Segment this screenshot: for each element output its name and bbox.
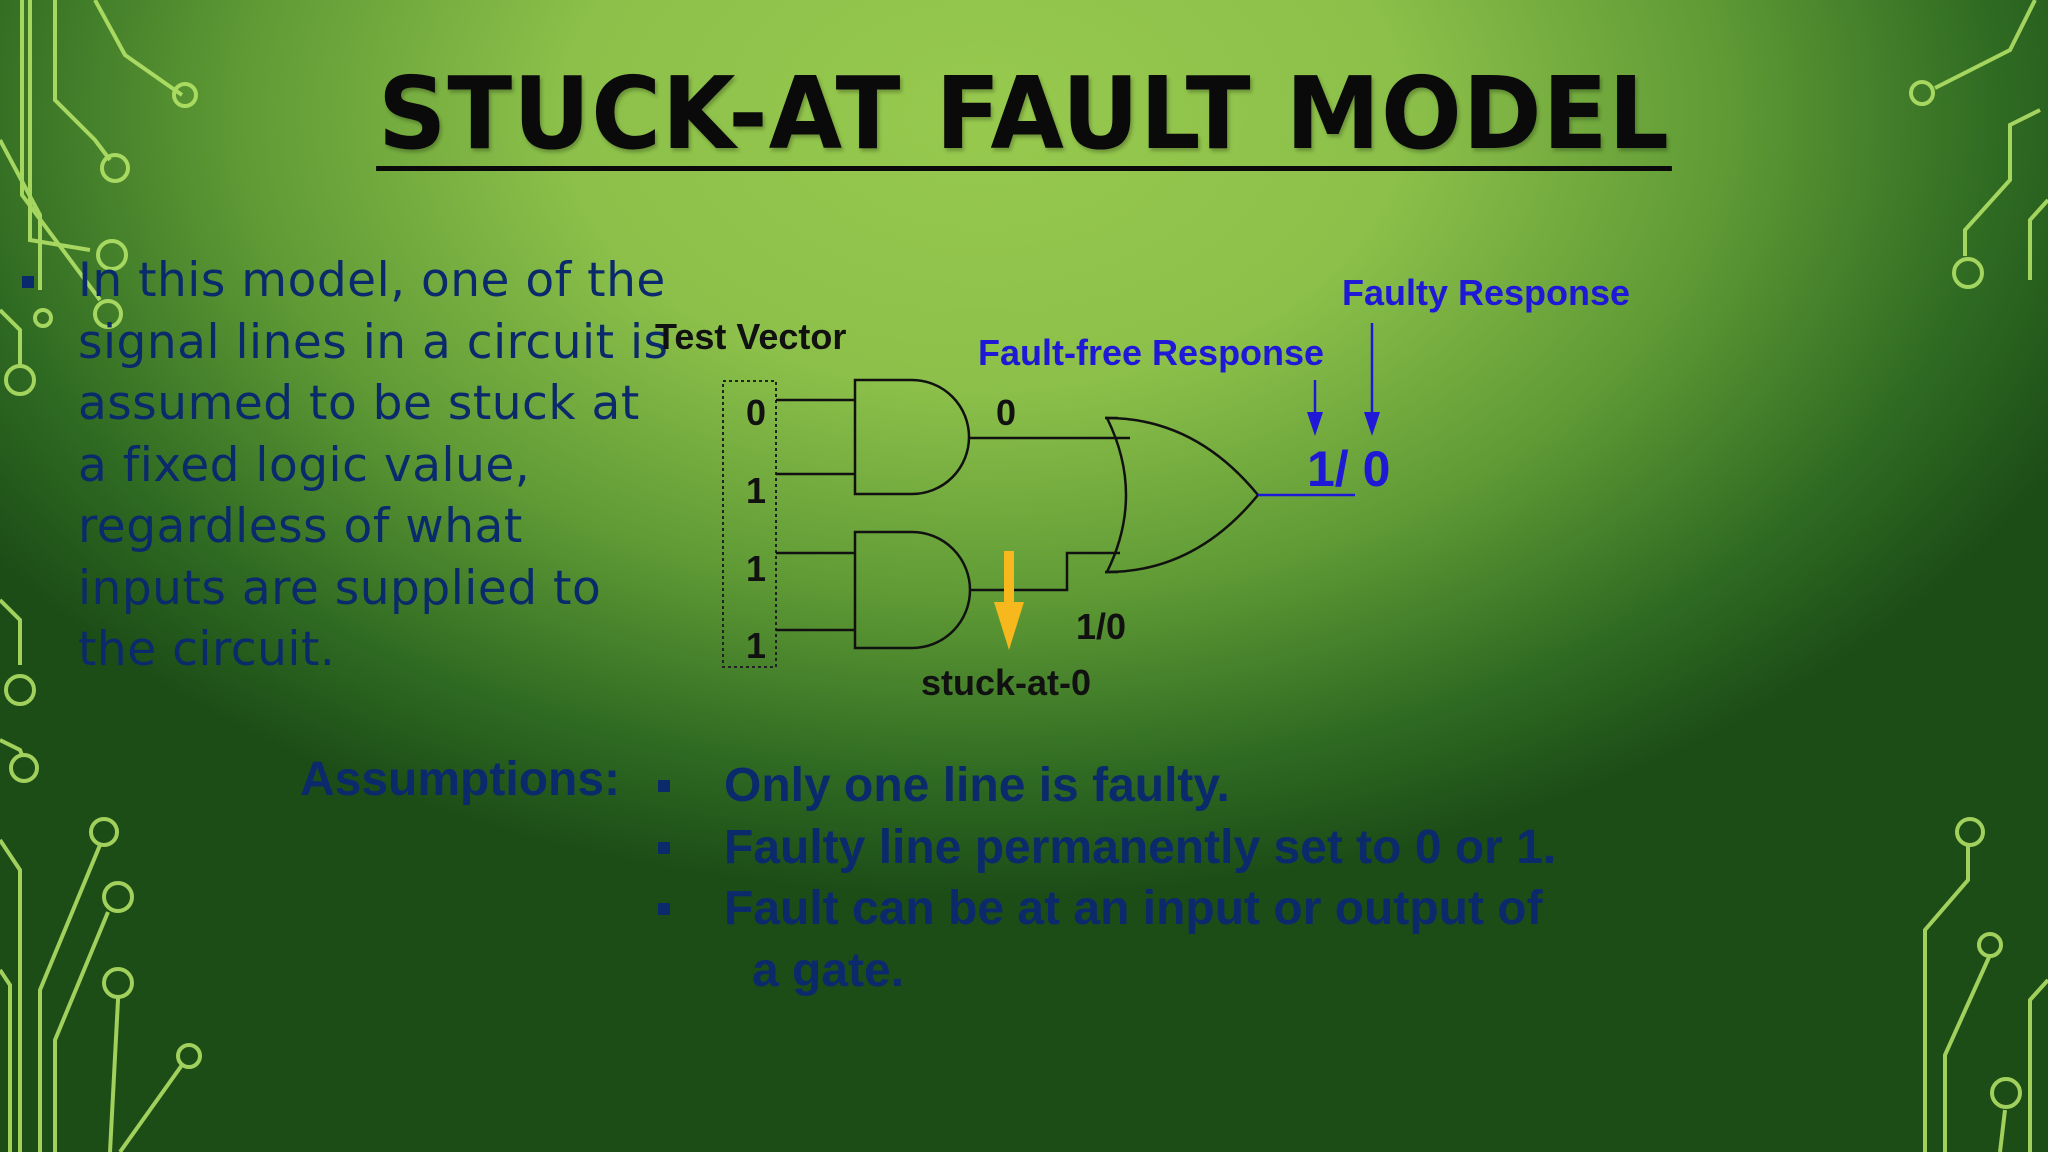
main-text-line: a fixed logic value, <box>78 437 531 493</box>
faulty-response-label: Faulty Response <box>1342 272 1631 313</box>
and-gate-2 <box>853 530 972 650</box>
input-value: 1 <box>746 625 767 666</box>
input-value: 0 <box>746 392 767 433</box>
assumption-item-continuation: a gate. <box>752 944 905 997</box>
wire-and2-or <box>969 551 1120 592</box>
and2-output-value: 1/0 <box>1076 606 1127 647</box>
input-value: 1 <box>746 470 767 511</box>
bullet-marker <box>658 903 670 915</box>
assumption-item: Fault can be at an input or output of <box>724 882 1543 935</box>
main-text-line: assumed to be stuck at <box>78 376 640 431</box>
output-value: 1/ 0 <box>1307 441 1391 497</box>
assumptions-label: Assumptions: <box>300 753 621 806</box>
and-gate-1 <box>853 378 971 496</box>
and1-output-value: 0 <box>996 392 1017 433</box>
main-text-line: signal lines in a circuit is <box>78 314 669 370</box>
slide-title: STUCK-AT FAULT MODEL <box>376 55 1672 172</box>
fault-free-response-label: Fault-free Response <box>978 332 1325 373</box>
or-gate <box>1104 416 1260 574</box>
main-text-line: regardless of what <box>78 499 523 554</box>
main-text-line: inputs are supplied to <box>78 560 602 616</box>
bullet-marker <box>22 276 34 288</box>
main-text-line: In this model, one of the <box>78 253 666 308</box>
test-vector-label: Test Vector <box>655 316 847 357</box>
main-paragraph: In this model, one of the signal lines i… <box>78 250 718 681</box>
bullet-marker <box>658 780 670 792</box>
fault-label: stuck-at-0 <box>921 662 1092 703</box>
test-vector-box <box>722 380 777 668</box>
stuck-at-arrow-icon <box>994 551 1024 650</box>
assumption-item: Faulty line permanently set to 0 or 1. <box>724 821 1557 874</box>
assumption-item: Only one line is faulty. <box>724 759 1230 812</box>
main-text-line: the circuit. <box>78 622 336 677</box>
input-value: 1 <box>746 548 767 589</box>
bullet-marker <box>658 842 670 854</box>
